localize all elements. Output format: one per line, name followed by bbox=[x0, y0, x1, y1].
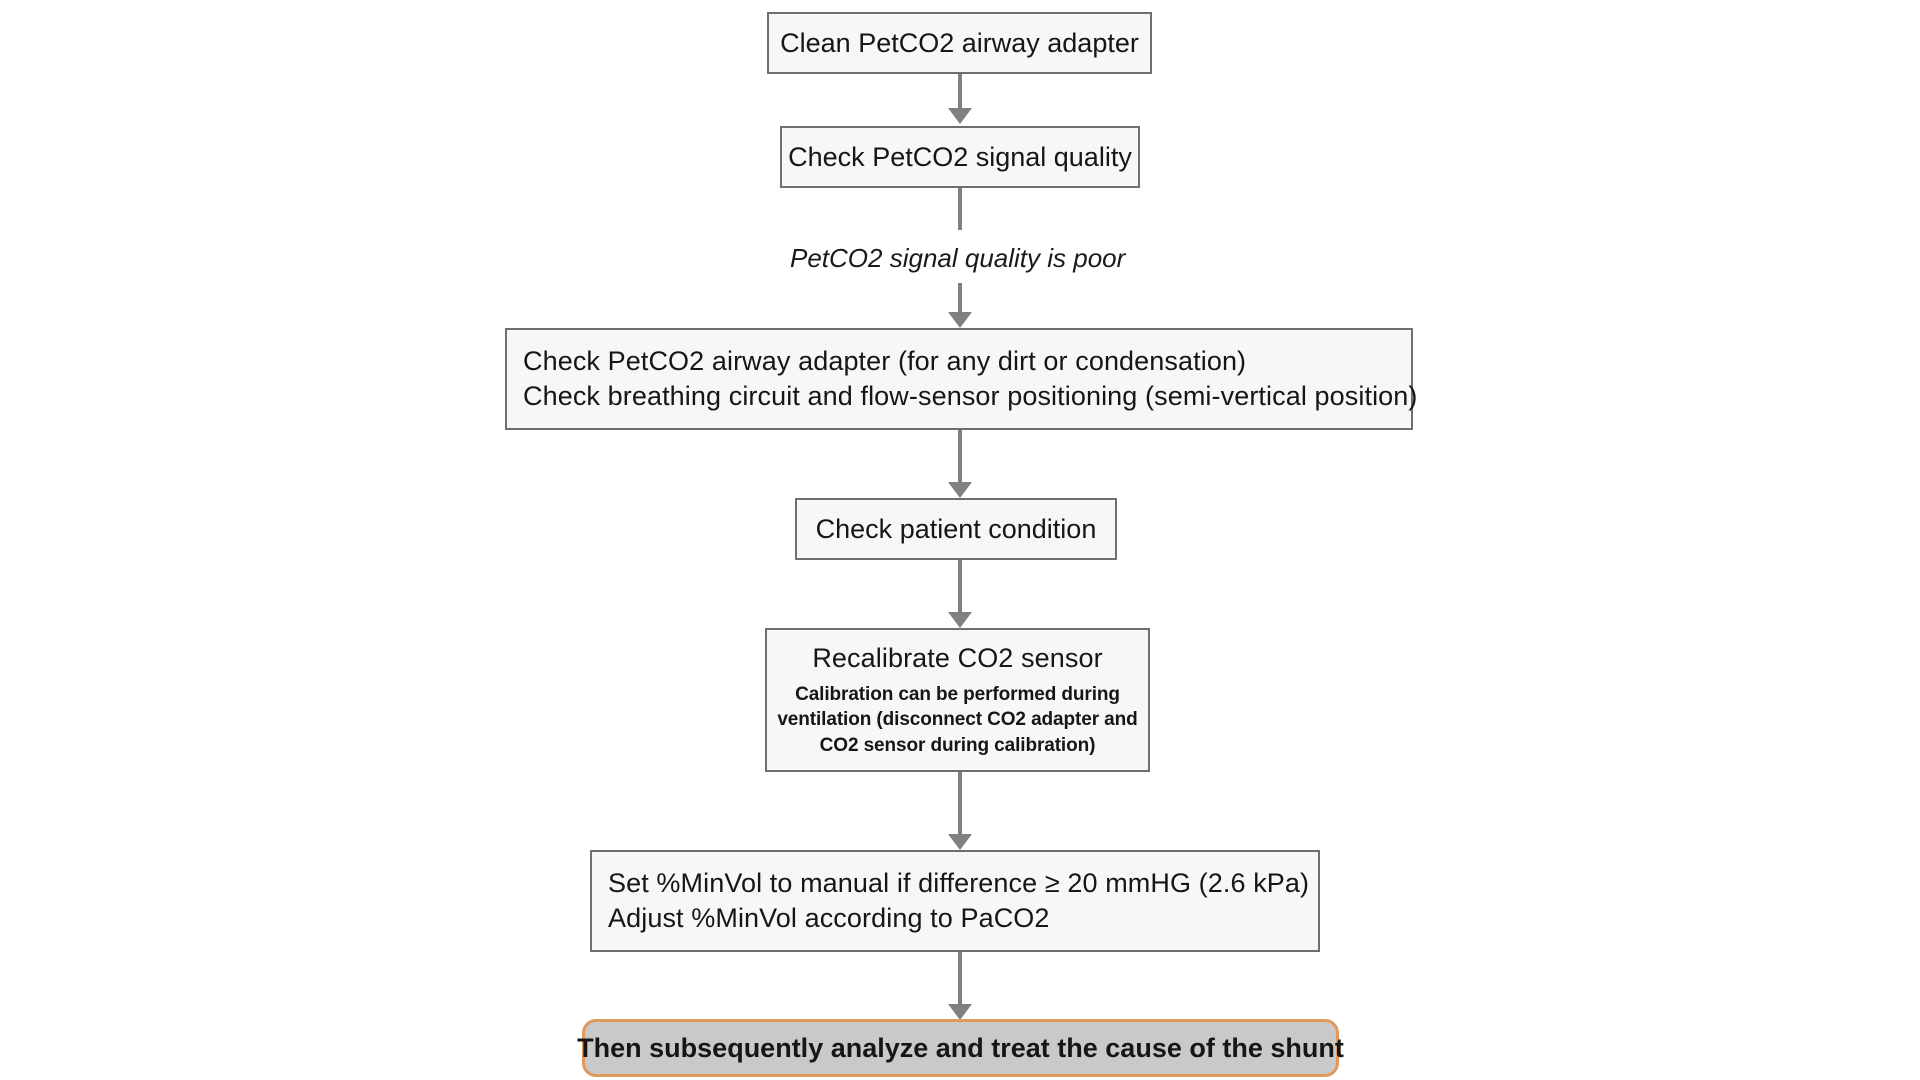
node-analyze-shunt[interactable]: Then subsequently analyze and treat the … bbox=[577, 1019, 1344, 1077]
edge-label-signal-poor: PetCO2 signal quality is poor bbox=[790, 243, 1126, 273]
arrow-recalibrate-to-set-minvol bbox=[945, 772, 975, 850]
arrow-check-signal-to-check-adapter bbox=[945, 283, 975, 328]
node-clean-adapter[interactable]: Clean PetCO2 airway adapter bbox=[767, 12, 1152, 74]
node-check-adapter-circuit[interactable]: Check PetCO2 airway adapter (for any dir… bbox=[505, 328, 1417, 430]
node-recalibrate-sensor-sub-3: CO2 sensor during calibration) bbox=[819, 735, 1096, 757]
node-set-minvol[interactable]: Set %MinVol to manual if difference ≥ 20… bbox=[590, 850, 1320, 952]
arrow-check-signal-to-label-stem bbox=[945, 188, 975, 230]
node-set-minvol-line-2: Adjust %MinVol according to PaCO2 bbox=[608, 903, 1050, 933]
node-check-adapter-circuit-line-2: Check breathing circuit and flow-sensor … bbox=[523, 381, 1418, 411]
node-clean-adapter-line-1: Clean PetCO2 airway adapter bbox=[780, 27, 1139, 58]
arrow-clean-adapter-to-check-signal bbox=[945, 74, 975, 124]
node-recalibrate-sensor-title: Recalibrate CO2 sensor bbox=[812, 643, 1103, 674]
node-recalibrate-sensor-sub-1: Calibration can be performed during bbox=[795, 683, 1120, 705]
node-check-patient-condition-line-1: Check patient condition bbox=[815, 513, 1097, 544]
node-check-patient-condition[interactable]: Check patient condition bbox=[795, 498, 1117, 560]
arrow-check-adapter-to-patient-condition bbox=[945, 430, 975, 498]
node-recalibrate-sensor[interactable]: Recalibrate CO2 sensor Calibration can b… bbox=[765, 628, 1150, 772]
arrow-patient-condition-to-recalibrate bbox=[945, 560, 975, 628]
arrow-set-minvol-to-analyze-shunt bbox=[945, 952, 975, 1020]
node-recalibrate-sensor-sub-2: ventilation (disconnect CO2 adapter and bbox=[777, 709, 1138, 731]
node-set-minvol-line-1: Set %MinVol to manual if difference ≥ 20… bbox=[608, 868, 1310, 899]
node-check-adapter-circuit-line-1: Check PetCO2 airway adapter (for any dir… bbox=[523, 346, 1247, 377]
node-check-signal-quality-line-1: Check PetCO2 signal quality bbox=[788, 141, 1132, 172]
node-analyze-shunt-line-1: Then subsequently analyze and treat the … bbox=[577, 1032, 1344, 1063]
node-check-signal-quality[interactable]: Check PetCO2 signal quality bbox=[780, 126, 1140, 188]
